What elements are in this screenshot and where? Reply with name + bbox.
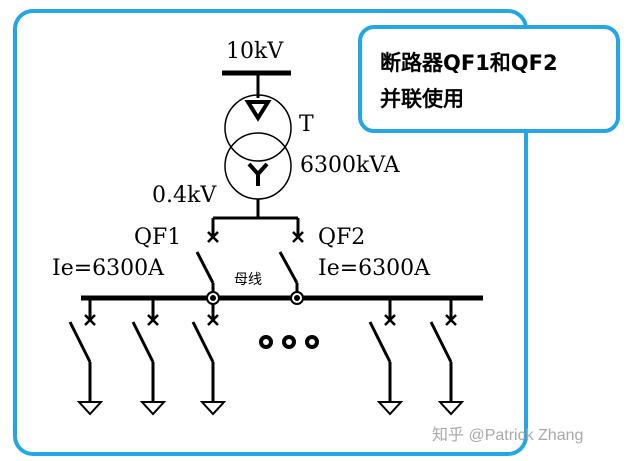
feeder-5 bbox=[429, 298, 465, 416]
more-feeders-ellipsis-icon bbox=[259, 335, 319, 349]
busbar-label: 母线 bbox=[234, 272, 262, 288]
qf1-cross-icon bbox=[207, 231, 219, 243]
qf2-name: QF2 bbox=[318, 225, 365, 250]
transformer-primary-winding bbox=[224, 94, 292, 162]
callout-line1: 断路器QF1和QF2 bbox=[380, 51, 558, 75]
qf2-bus-junction-icon bbox=[290, 291, 304, 305]
qf1-switch-blade bbox=[195, 251, 215, 284]
qf2-rating: Ie=6300A bbox=[318, 256, 431, 281]
qf2-switch-blade bbox=[278, 251, 299, 284]
wye-symbol-icon bbox=[247, 162, 269, 186]
qf1-bus-junction-icon bbox=[206, 291, 220, 305]
qf1-rating: Ie=6300A bbox=[52, 256, 165, 281]
secondary-voltage-label: 0.4kV bbox=[152, 183, 217, 208]
feeder-2 bbox=[131, 298, 167, 416]
transformer-rating: 6300kVA bbox=[300, 153, 401, 178]
feeder-4 bbox=[368, 298, 404, 416]
transformer-name: T bbox=[299, 112, 314, 137]
delta-symbol-icon bbox=[244, 100, 272, 122]
watermark: 知乎 @Patrick Zhang bbox=[432, 426, 583, 444]
callout-line2: 并联使用 bbox=[380, 87, 464, 111]
qf2-cross-icon bbox=[292, 231, 304, 243]
qf1-name: QF1 bbox=[134, 225, 181, 250]
feeder-3 bbox=[191, 304, 227, 416]
feeder-1 bbox=[68, 298, 104, 416]
callout-box bbox=[358, 25, 620, 133]
supply-voltage-label: 10kV bbox=[226, 39, 284, 64]
